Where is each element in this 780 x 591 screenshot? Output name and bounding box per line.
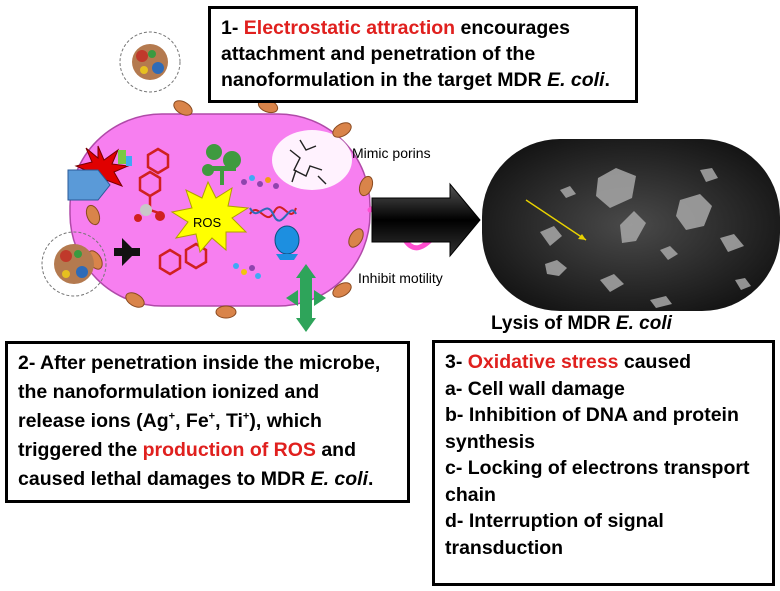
box1-line1-rest: encourages — [455, 17, 570, 39]
lysis-caption-text: Lysis of MDR — [491, 313, 616, 334]
lysis-caption-species: E. coli — [615, 313, 672, 334]
fe-charge: + — [208, 410, 216, 423]
small-cluster-icon — [233, 263, 261, 279]
box2-line4: triggered the production of ROS and — [18, 436, 397, 465]
box1-line3-end: . — [604, 69, 610, 91]
box2-line2: the nanoformulation ionized and — [18, 381, 320, 403]
ti-charge: + — [242, 410, 250, 423]
box2-line5: caused lethal damages to MDR E. coli. — [18, 465, 397, 494]
box2-species: E. coli — [310, 468, 369, 490]
box3-highlight: Oxidative stress — [467, 351, 619, 373]
box2-highlight: production of ROS — [142, 439, 316, 461]
membrane-protein-icon — [67, 169, 111, 201]
nucleotide-chain-icon — [241, 175, 279, 189]
mimic-porins-label: Mimic porins — [352, 145, 431, 161]
dna-helix-icon — [249, 206, 297, 222]
box1-line3: nanoformulation in the target MDR E. col… — [221, 67, 625, 93]
box3-number: 3- — [445, 351, 468, 373]
box3-item-c: c- Locking of electrons transport — [445, 457, 750, 479]
box1-line2: attachment and penetration of the — [221, 43, 536, 65]
small-molecule-icon — [118, 150, 126, 164]
box3-item-d-cont: transduction — [445, 536, 564, 559]
green-arrow-structure-icon — [286, 264, 326, 332]
box1-number: 1- — [221, 17, 244, 39]
box2-line5-a: caused lethal damages to MDR — [18, 468, 311, 490]
box2-line4-a: triggered the — [18, 439, 143, 461]
small-molecule-icon-2 — [126, 156, 132, 166]
ag-charge: + — [168, 410, 176, 423]
ros-star — [170, 180, 250, 254]
sem-pointer — [525, 199, 587, 241]
red-hexagon-structures — [138, 147, 208, 276]
box1-line3-text: nanoformulation in the target MDR — [221, 69, 548, 91]
ros-label: ROS — [193, 215, 222, 230]
box3-heading: 3- Oxidative stress caused — [445, 349, 762, 376]
sem-pointer-head — [578, 234, 586, 240]
box2-line1: 2- After penetration inside the microbe, — [18, 352, 381, 374]
box2-line3-c: , Ti — [215, 410, 243, 432]
blue-protein-icon — [274, 225, 300, 260]
white-glow — [272, 130, 352, 190]
box1-line1: 1- Electrostatic attraction encourages — [221, 15, 625, 41]
lysis-caption: Lysis of MDR E. coli — [491, 313, 672, 335]
box3-item-d: d- Interruption of signal — [445, 510, 664, 532]
sem-debris — [540, 168, 751, 308]
box2-line3-a: release ions (Ag — [18, 410, 169, 432]
box2-line3: release ions (Ag+, Fe+, Ti+), which — [18, 407, 397, 436]
box3-item-b-cont: synthesis — [445, 430, 535, 453]
box3-heading-rest: caused — [618, 351, 692, 373]
black-cross-icon — [114, 238, 140, 266]
box1-species: E. coli — [547, 69, 605, 91]
transition-arrow — [371, 182, 481, 258]
nanoformulation-left-icon — [41, 231, 107, 297]
box2-line3-b: , Fe — [175, 410, 209, 432]
box3-item-b: b- Inhibition of DNA and protein — [445, 404, 739, 426]
polymer-structure-icon — [289, 139, 327, 185]
atoms-icon — [134, 204, 165, 222]
inhibit-motility-label: Inhibit motility — [358, 270, 443, 286]
box2-line4-b: and — [315, 439, 357, 461]
box3-item-a: a- Cell wall damage — [445, 377, 625, 400]
box1-highlight: Electrostatic attraction — [243, 17, 456, 39]
box2-line3-d: ), which — [249, 410, 322, 432]
box3-item-c-cont: chain — [445, 483, 496, 506]
box-electrostatic-attraction: 1- Electrostatic attraction encourages a… — [208, 6, 638, 103]
box2-line5-end: . — [368, 468, 374, 490]
box-oxidative-stress: 3- Oxidative stress caused a- Cell wall … — [432, 340, 775, 586]
green-molecule-icon — [202, 144, 241, 185]
box-penetration-ros: 2- After penetration inside the microbe,… — [5, 341, 410, 503]
nanoformulation-top-icon — [119, 31, 181, 93]
